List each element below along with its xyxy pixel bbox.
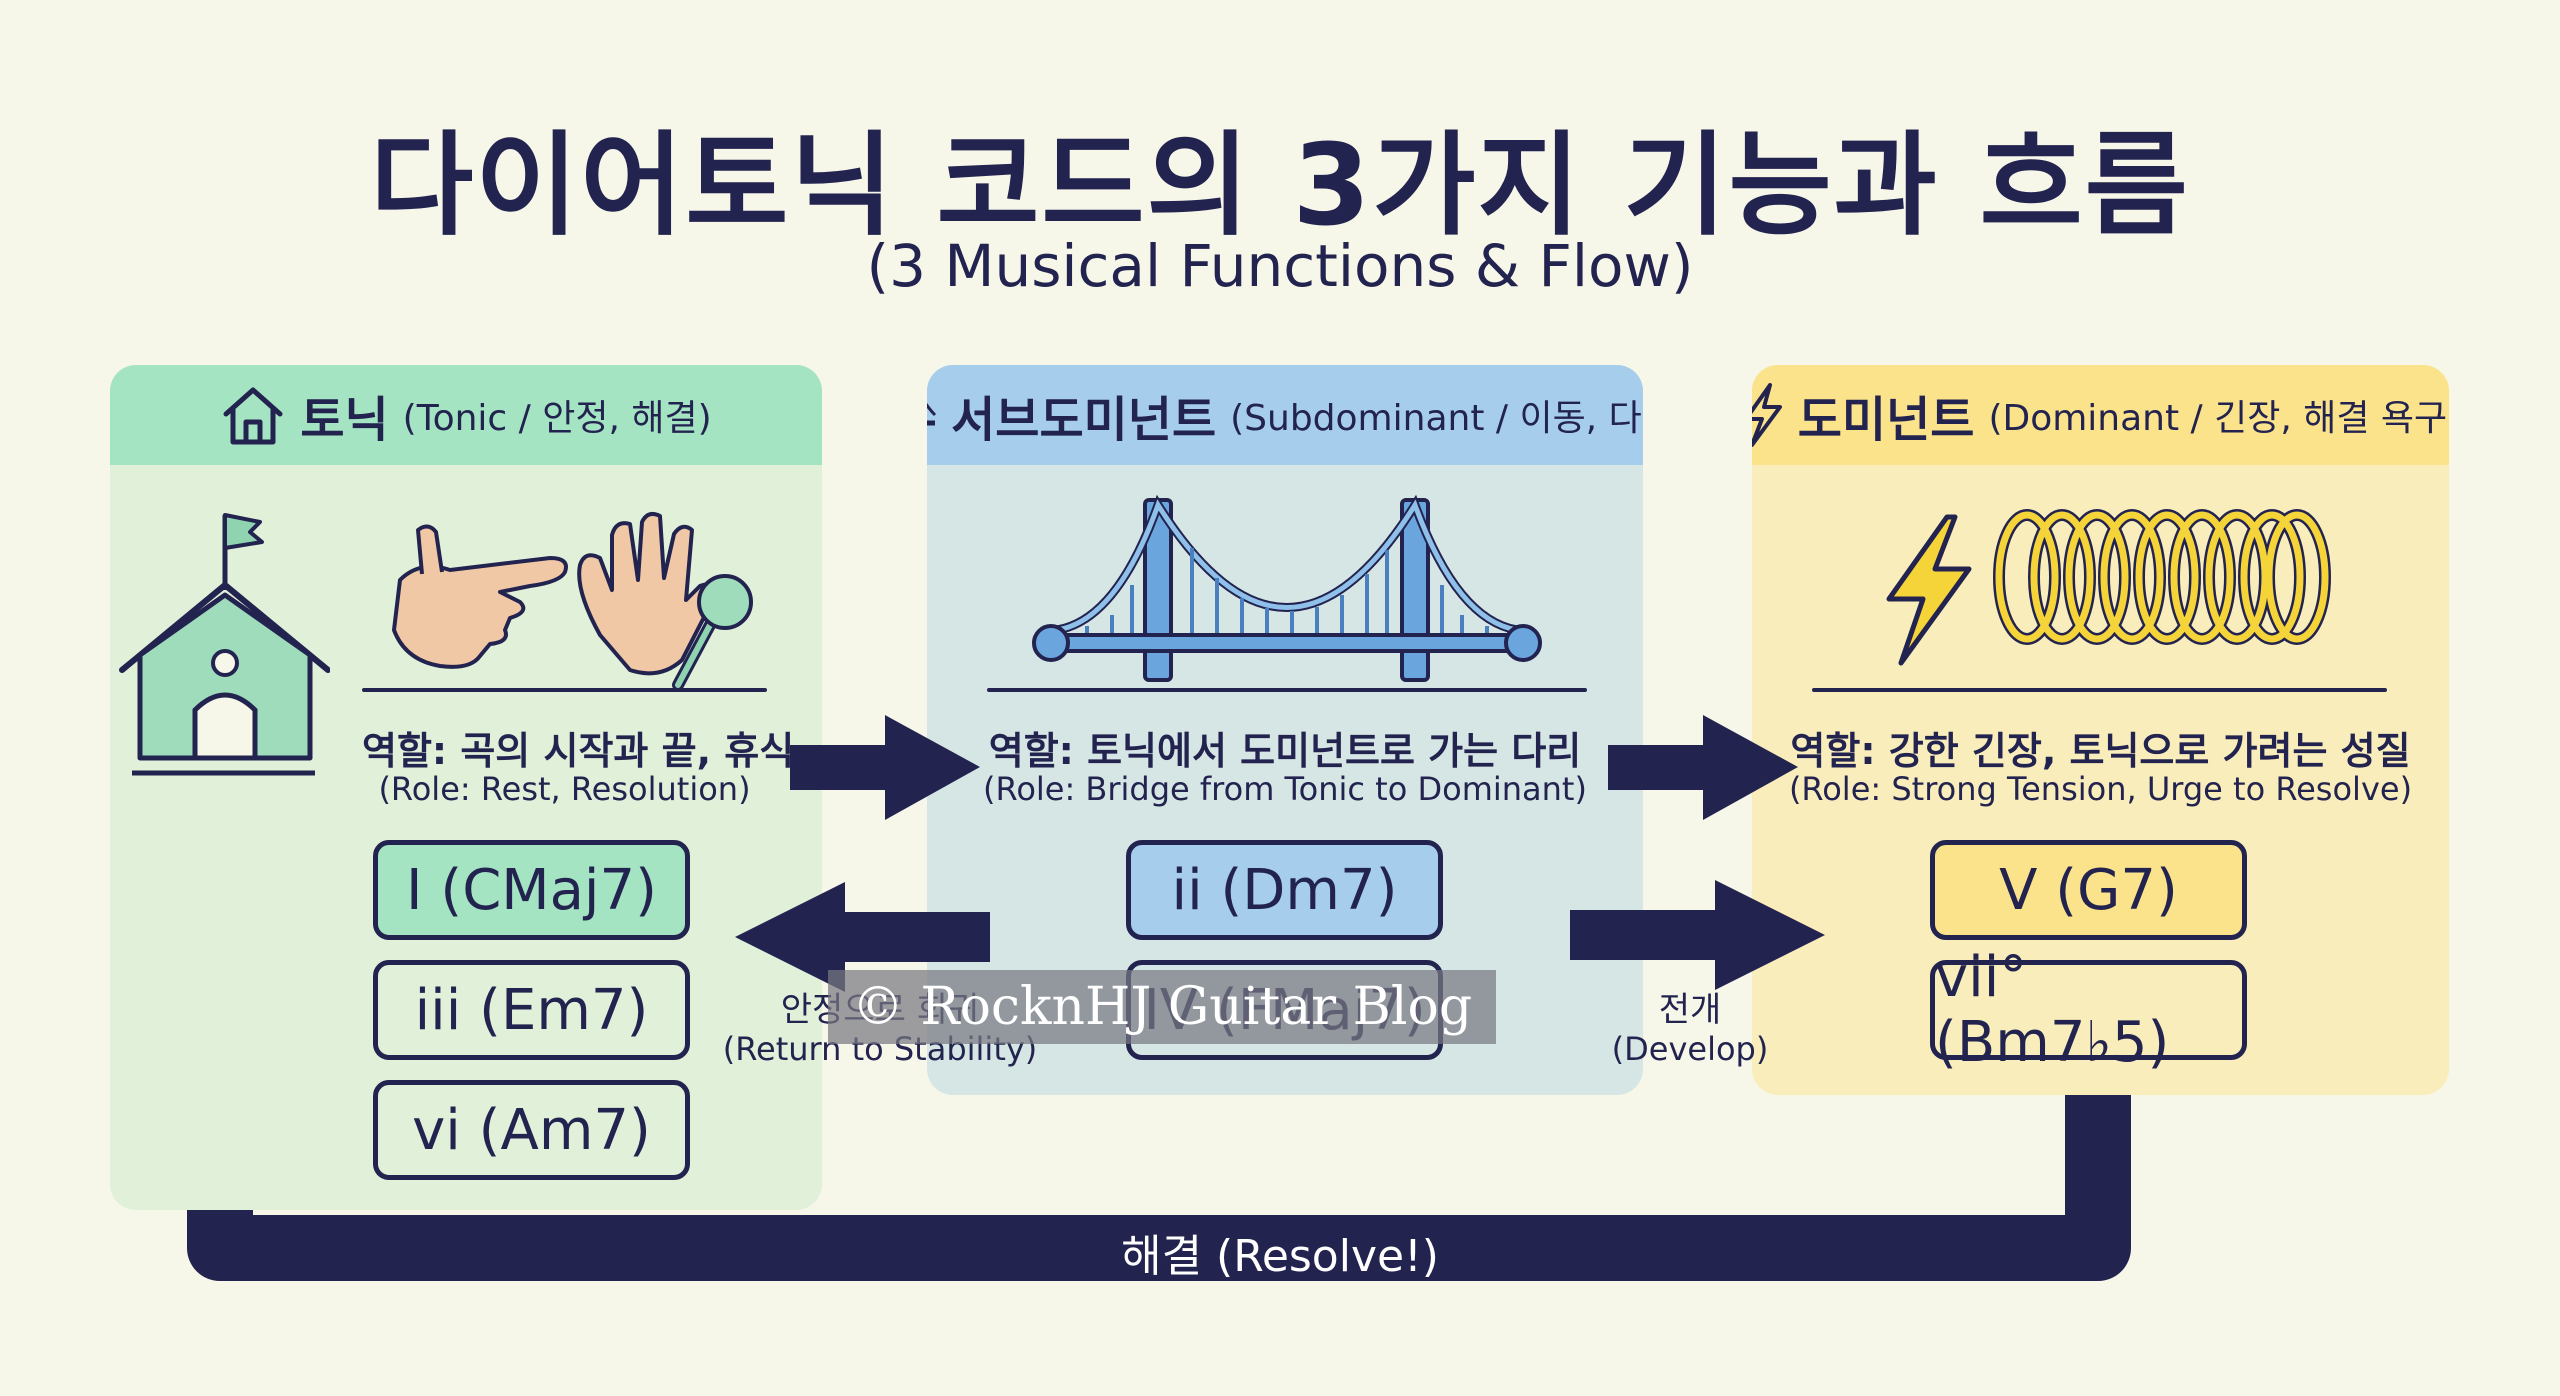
subdominant-subtitle: (Subdominant / 이동, 다리): [1230, 398, 1643, 439]
tonic-divider: [362, 688, 767, 692]
develop-label-ko: 전개: [1658, 990, 1722, 1030]
page-subtitle: (3 Musical Functions & Flow): [866, 232, 1694, 300]
return-to-stability-arrow: [735, 882, 990, 992]
subdominant-to-dominant-arrow: [1608, 715, 1798, 820]
subdominant-role: 역할: 토닉에서 도미넌트로 가는 다리: [988, 729, 1582, 773]
dominant-divider: [1812, 688, 2387, 692]
tonic-name: 토닉: [300, 392, 389, 448]
school-house-icon: [119, 513, 330, 776]
subdominant-divider: [987, 688, 1587, 692]
subdominant-panel-header: 서브도미넌트 (Subdominant / 이동, 다리): [927, 365, 1643, 465]
dominant-subtitle: (Dominant / 긴장, 해결 욕구): [1988, 398, 2449, 439]
chord-box-vii: vii° (Bm7♭5): [1930, 945, 2247, 1075]
chord-box-i: I (CMaj7): [373, 840, 690, 940]
subdominant-role-en: (Role: Bridge from Tonic to Dominant): [983, 770, 1587, 808]
tonic-role: 역할: 곡의 시작과 끝, 휴식: [362, 729, 795, 773]
dominant-panel: 도미넌트 (Dominant / 긴장, 해결 욕구): [1752, 365, 2449, 1095]
bridge-icon: [927, 402, 937, 426]
chord-box-v: V (G7): [1930, 840, 2247, 940]
dominant-name: 도미넌트: [1797, 392, 1975, 448]
chord-box-iii: iii (Em7): [373, 960, 690, 1060]
chord-box-vi: vi (Am7): [373, 1080, 690, 1180]
tonic-to-subdominant-arrow: [790, 715, 980, 820]
tonic-role-en: (Role: Rest, Resolution): [378, 770, 751, 808]
page-title: 다이어토닉 코드의 3가지 기능과 흐름: [370, 121, 2190, 251]
tonic-subtitle: (Tonic / 안정, 해결): [402, 398, 712, 439]
resolve-label: 해결 (Resolve!): [1121, 1231, 1439, 1282]
hands-microphone-icon: [392, 512, 753, 690]
watermark: © RocknHJ Guitar Blog: [828, 970, 1496, 1044]
develop-arrow: [1570, 880, 1825, 990]
lightning-bolt-icon: [1886, 514, 1972, 666]
subdominant-name: 서브도미넌트: [951, 392, 1217, 448]
tonic-panel-header: 토닉 (Tonic / 안정, 해결): [110, 365, 822, 465]
lightning-icon: [1752, 383, 1782, 447]
house-icon: [223, 387, 283, 445]
suspension-bridge-icon: [1032, 494, 1542, 682]
dominant-panel-header: 도미넌트 (Dominant / 긴장, 해결 욕구): [1752, 365, 2449, 465]
tonic-panel: 토닉 (Tonic / 안정, 해결) 역할: 곡의 시작과 끝, 휴식 (Ro…: [110, 365, 822, 1210]
spring-coil-icon: [1993, 509, 2331, 645]
dominant-role-en: (Role: Strong Tension, Urge to Resolve): [1788, 770, 2413, 808]
dominant-role: 역할: 강한 긴장, 토닉으로 가려는 성질: [1790, 729, 2411, 773]
develop-label-en: (Develop): [1611, 1030, 1769, 1068]
chord-box-ii: ii (Dm7): [1126, 840, 1443, 940]
